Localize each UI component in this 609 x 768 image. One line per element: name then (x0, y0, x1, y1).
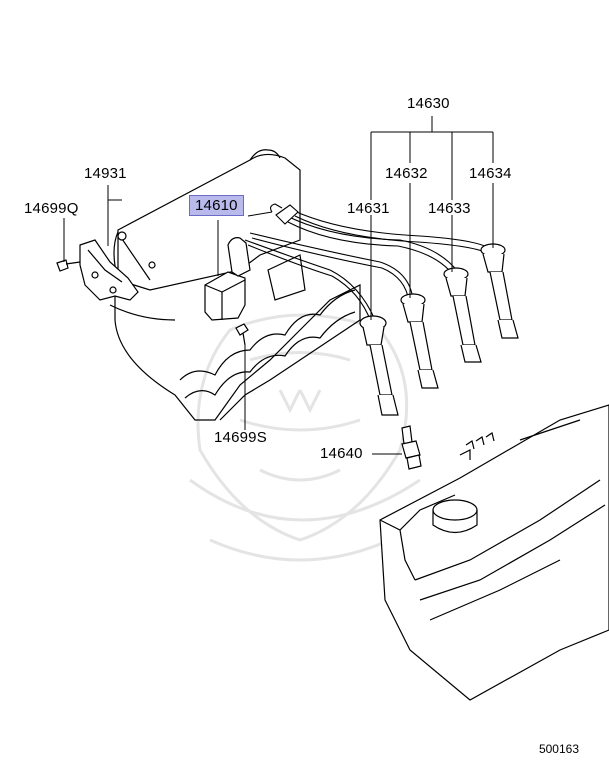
bolt-14699q (56, 259, 81, 272)
spark-plug (401, 425, 422, 470)
callout-14633: 14633 (428, 200, 471, 217)
plug-boot-2 (400, 293, 439, 389)
ignition-coil-bracket (79, 239, 139, 301)
callout-leaders (63, 116, 494, 455)
bolt-14699s (235, 323, 249, 346)
callout-14610-highlighted[interactable]: 14610 (189, 195, 244, 216)
plug-boot-3 (443, 267, 482, 363)
callout-14630: 14630 (407, 95, 450, 112)
spark-plug-wires (244, 203, 493, 323)
ignition-coil (204, 237, 251, 321)
cylinder-head (379, 404, 609, 701)
callout-14699q: 14699Q (24, 200, 79, 217)
plug-boot-1 (359, 315, 399, 416)
callout-14634: 14634 (469, 165, 512, 182)
callout-14640: 14640 (320, 445, 363, 462)
document-number: 500163 (538, 742, 579, 756)
callout-14631: 14631 (347, 200, 390, 217)
watermark-emblem (189, 313, 421, 562)
callout-14931: 14931 (84, 165, 127, 182)
callout-14632: 14632 (385, 165, 428, 182)
callout-14699s: 14699S (214, 429, 267, 446)
plug-boot-4 (480, 243, 519, 339)
